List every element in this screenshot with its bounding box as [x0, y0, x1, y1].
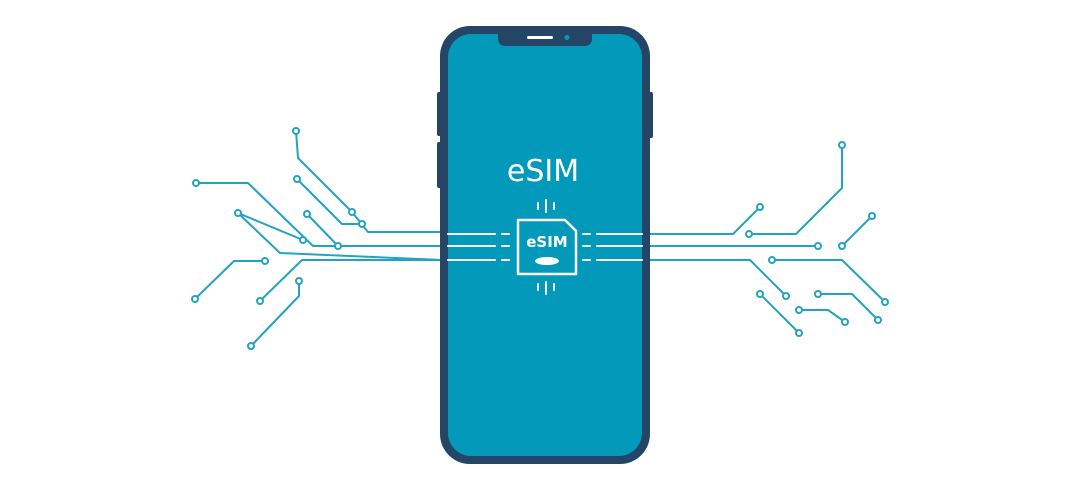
left-node	[303, 210, 311, 218]
left-node	[261, 257, 269, 265]
chip-body	[516, 218, 578, 276]
right-node	[756, 203, 764, 211]
left-trace-6	[194, 260, 266, 300]
left-node	[292, 127, 300, 135]
phone-notch	[498, 34, 592, 46]
screen-traces-left	[447, 233, 510, 261]
right-trace-4	[841, 215, 873, 247]
right-node	[814, 242, 822, 250]
left-trace-7	[250, 280, 300, 347]
left-trace-8	[237, 212, 304, 241]
left-trace-4	[306, 213, 339, 247]
speaker-icon	[527, 36, 553, 39]
left-node	[293, 175, 301, 183]
right-node	[881, 298, 889, 306]
left-node	[191, 295, 199, 303]
left-node	[234, 209, 242, 217]
right-node	[868, 212, 876, 220]
right-trace-8	[817, 293, 879, 321]
left-node	[358, 220, 366, 228]
left-circuit-traces	[191, 127, 443, 350]
left-node	[334, 242, 342, 250]
right-trace-2	[748, 144, 843, 235]
left-node	[256, 297, 264, 305]
right-node	[768, 256, 776, 264]
right-trace-1	[645, 206, 761, 235]
right-node	[795, 306, 803, 314]
left-trace-2	[296, 178, 363, 225]
left-node	[192, 179, 200, 187]
chip-label: eSIM	[526, 233, 567, 251]
chip-contact	[535, 257, 559, 265]
right-circuit-traces	[645, 141, 889, 337]
right-node	[874, 316, 882, 324]
right-node	[814, 290, 822, 298]
right-trace-5	[645, 259, 787, 297]
left-trace-1	[295, 130, 443, 233]
right-node	[841, 318, 849, 326]
chip-ticks	[537, 199, 555, 295]
right-node	[745, 230, 753, 238]
right-trace-9	[798, 309, 846, 323]
phone-screen	[448, 34, 642, 456]
esim-chip-icon: eSIM	[516, 218, 578, 276]
right-trace-6	[771, 259, 886, 303]
left-trace-3	[195, 182, 443, 247]
right-node	[795, 329, 803, 337]
camera-icon	[564, 35, 570, 40]
left-node	[348, 208, 356, 216]
left-node	[247, 342, 255, 350]
smartphone-icon: eSIM eSIM	[437, 26, 653, 464]
right-node	[838, 141, 846, 149]
right-node	[838, 242, 846, 250]
esim-title: eSIM	[507, 154, 579, 189]
left-node	[295, 277, 303, 285]
right-node	[756, 290, 764, 298]
left-node	[299, 236, 307, 244]
right-trace-7	[759, 293, 800, 334]
right-node	[782, 292, 790, 300]
screen-traces-right	[582, 233, 643, 261]
